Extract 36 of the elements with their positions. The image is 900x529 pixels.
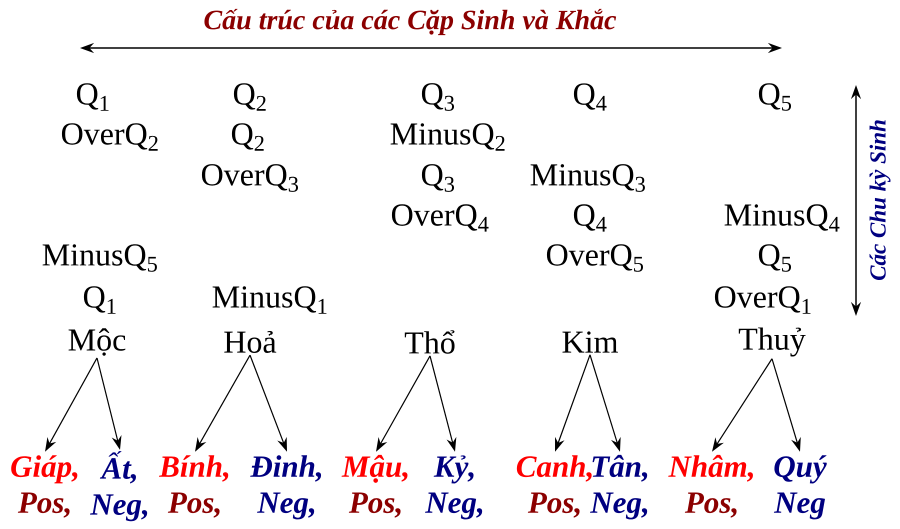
formula-label: Q$_{4}$: [574, 83, 607, 111]
formula-label: OverQ$_{2}$: [62, 123, 158, 151]
formula-label: MinusQ$_{5}$: [42, 244, 157, 272]
formula-label: OverQ$_{4}$: [392, 204, 489, 232]
title: Cấu trúc của các Cặp Sinh và Khắc: [204, 8, 616, 36]
element-label: Hoả: [224, 331, 276, 353]
stem-label: Nhâm, Pos,: [668, 454, 753, 518]
formula-label: Q$_{3}$: [422, 164, 454, 192]
element-label: Thuỷ: [738, 327, 806, 357]
formula-label: MinusQ$_{3}$: [530, 164, 645, 192]
formula-label: OverQ$_{1}$: [714, 286, 811, 314]
stem-label: Canh, Pos,: [516, 455, 592, 518]
formula-label: Q$_{2}$: [232, 123, 264, 151]
stem-label: Kỷ, Neg,: [425, 455, 482, 520]
formula-label: MinusQ$_{2}$: [390, 123, 505, 151]
stem-label: Quý Neg: [774, 455, 827, 520]
element-label: Kim: [562, 331, 618, 353]
stem-label: Mậu, Pos,: [342, 454, 408, 518]
formula-label: MinusQ$_{1}$: [212, 286, 326, 314]
formula-label: Q$_{5}$: [758, 83, 792, 111]
stem-label: Bính, Pos,: [158, 455, 228, 518]
formula-label: OverQ$_{3}$: [202, 164, 298, 192]
element-label: Mộc: [68, 328, 126, 356]
formula-label: OverQ$_{5}$: [546, 244, 643, 272]
stem-label: Giáp, Pos,: [11, 455, 78, 518]
stem-label: Ất, Neg,: [90, 451, 148, 522]
formula-label: Q$_{1}$: [84, 286, 116, 314]
formula-label: Q$_{1}$: [76, 83, 109, 111]
formula-label: Q$_{2}$: [234, 83, 266, 111]
axis-label: Các Chu kỳ Sinh: [870, 120, 890, 280]
formula-label: Q$_{4}$: [574, 204, 607, 232]
formula-label: Q$_{5}$: [758, 244, 792, 272]
stem-label: Đinh, Neg,: [250, 455, 322, 520]
formula-label: Q$_{3}$: [422, 83, 454, 111]
formula-label: MinusQ$_{4}$: [724, 204, 840, 232]
element-label: Thổ: [404, 330, 455, 354]
